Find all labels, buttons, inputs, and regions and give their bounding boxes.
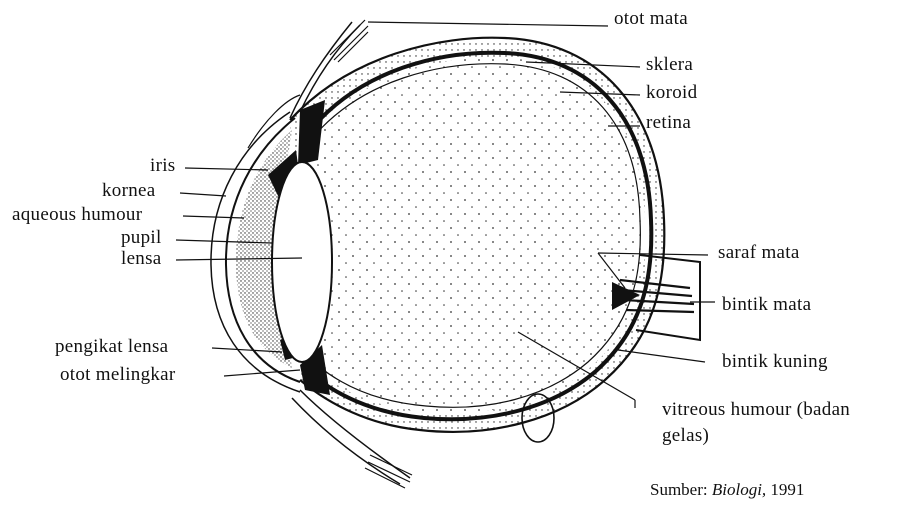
leader-lines-left bbox=[175, 167, 303, 377]
source-credit: Sumber: Biologi, 1991 bbox=[650, 480, 804, 500]
label-iris: iris bbox=[150, 155, 176, 176]
label-kornea: kornea bbox=[102, 180, 156, 201]
label-vitreous-line1: vitreous humour (badan bbox=[662, 399, 851, 420]
label-retina: retina bbox=[646, 112, 692, 133]
leader-lines-right bbox=[367, 21, 715, 408]
source-book: Biologi, bbox=[711, 480, 767, 499]
bintik-kuning-marker bbox=[521, 393, 555, 443]
label-otot-melingkar: otot melingkar bbox=[60, 364, 176, 385]
koroid-layer bbox=[304, 50, 654, 422]
kornea bbox=[210, 111, 301, 393]
label-sklera: sklera bbox=[646, 54, 694, 75]
label-bintik-mata: bintik mata bbox=[722, 294, 812, 315]
label-bintik-kuning: bintik kuning bbox=[722, 351, 828, 372]
saraf-mata-nerve bbox=[612, 254, 701, 342]
label-lensa: lensa bbox=[121, 248, 162, 269]
otot-mata-lower bbox=[291, 389, 413, 489]
label-otot-mata: otot mata bbox=[614, 8, 688, 29]
label-koroid: koroid bbox=[646, 82, 698, 103]
label-vitreous-line2: gelas) bbox=[662, 425, 710, 446]
otot-mata-upper bbox=[247, 19, 369, 149]
label-saraf-mata: saraf mata bbox=[718, 242, 800, 263]
label-pupil: pupil bbox=[121, 227, 162, 248]
label-pengikat-lensa: pengikat lensa bbox=[55, 336, 169, 357]
source-prefix: Sumber: bbox=[650, 480, 708, 499]
vitreous-body bbox=[301, 57, 646, 414]
label-aqueous-humour: aqueous humour bbox=[12, 204, 143, 225]
retina-layer bbox=[313, 63, 641, 408]
lensa-shape bbox=[271, 161, 333, 363]
source-year: 1991 bbox=[770, 480, 805, 499]
